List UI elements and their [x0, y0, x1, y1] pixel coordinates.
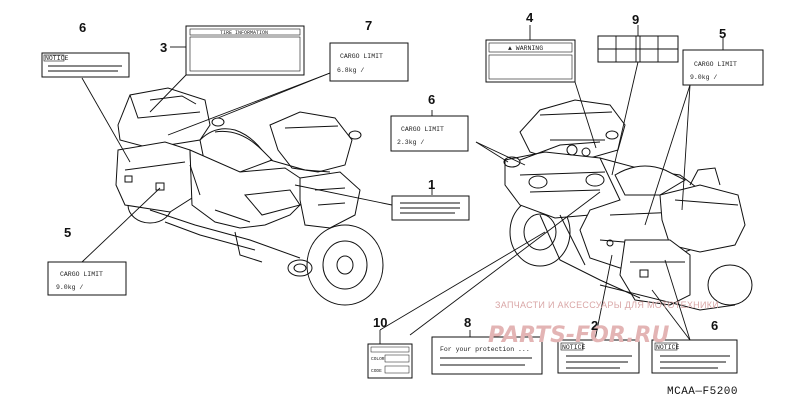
right-motorcycle-illustration — [503, 99, 753, 311]
callout-number: 3 — [160, 40, 167, 55]
label-6-header: NOTICE — [45, 55, 69, 62]
callout-number: 10 — [373, 315, 387, 330]
label-11-color-code: COLOR CODE — [367, 343, 413, 379]
label-5-left-title: CARGO LIMIT — [60, 271, 103, 278]
callout-number: 8 — [464, 315, 471, 330]
label-4-warning: ▲ WARNING — [485, 39, 576, 83]
label-1 — [391, 195, 470, 221]
callout-number: 6 — [79, 20, 86, 35]
label-9 — [597, 35, 679, 63]
label-11-color: COLOR — [371, 356, 385, 362]
callout-number: 4 — [526, 10, 534, 25]
label-11-code: CODE — [371, 368, 382, 374]
label-3-header: TIRE INFORMATION — [220, 30, 268, 36]
label-7-cargo-limit: CARGO LIMIT 2.3kg / — [390, 115, 469, 152]
callout-number: 7 — [365, 18, 372, 33]
label-5-left-cargo-limit: CARGO LIMIT 9.0kg / — [47, 261, 127, 296]
label-5-right-value: 9.0kg / — [690, 74, 717, 81]
label-7-value: 2.3kg / — [397, 139, 424, 146]
callout-number: 9 — [632, 12, 639, 27]
label-10-text: For your protection ... — [440, 346, 530, 353]
callout-number: 5 — [64, 225, 71, 240]
callout-number: 6 — [711, 318, 718, 333]
callout-number: 5 — [719, 26, 726, 41]
label-5-right-title: CARGO LIMIT — [694, 61, 737, 68]
callout-number: 1 — [428, 177, 435, 192]
label-8-value: 6.8kg / — [337, 67, 364, 74]
callout-number: 6 — [428, 92, 435, 107]
label-7-title: CARGO LIMIT — [401, 126, 444, 133]
watermark-text: ЗАПЧАСТИ И АКСЕССУАРЫ ДЛЯ МОТОТЕХНИКИ — [495, 300, 719, 310]
label-5-right-cargo-limit: CARGO LIMIT 9.0kg / — [682, 49, 764, 86]
diagram-code: MCAA—F5200 — [667, 386, 738, 398]
watermark: ЗАПЧАСТИ И АКСЕССУАРЫ ДЛЯ МОТОТЕХНИКИ PA… — [488, 300, 719, 348]
label-2-notice: NOTICE — [557, 339, 640, 374]
label-8-cargo-limit: CARGO LIMIT 6.8kg / — [329, 42, 409, 82]
callout-numbers: 6 3 7 4 9 5 6 1 5 10 8 2 6 — [64, 10, 726, 333]
label-6-bottom-header: NOTICE — [656, 344, 680, 351]
label-6-bottom-notice: NOTICE — [651, 339, 738, 374]
left-motorcycle-illustration — [115, 87, 384, 306]
watermark-logo: PARTS-FOR.RU — [488, 323, 669, 348]
label-2-header: NOTICE — [562, 344, 586, 351]
label-5-left-value: 9.0kg / — [56, 284, 83, 291]
callout-number: 2 — [591, 318, 598, 333]
label-8-title: CARGO LIMIT — [340, 53, 383, 60]
leader-lines — [81, 25, 724, 344]
label-6-notice: NOTICE — [41, 52, 130, 78]
label-10-protection: For your protection ... — [431, 336, 543, 375]
label-4-title: ▲ WARNING — [508, 45, 543, 52]
label-3-tire-info: TIRE INFORMATION — [185, 25, 305, 76]
